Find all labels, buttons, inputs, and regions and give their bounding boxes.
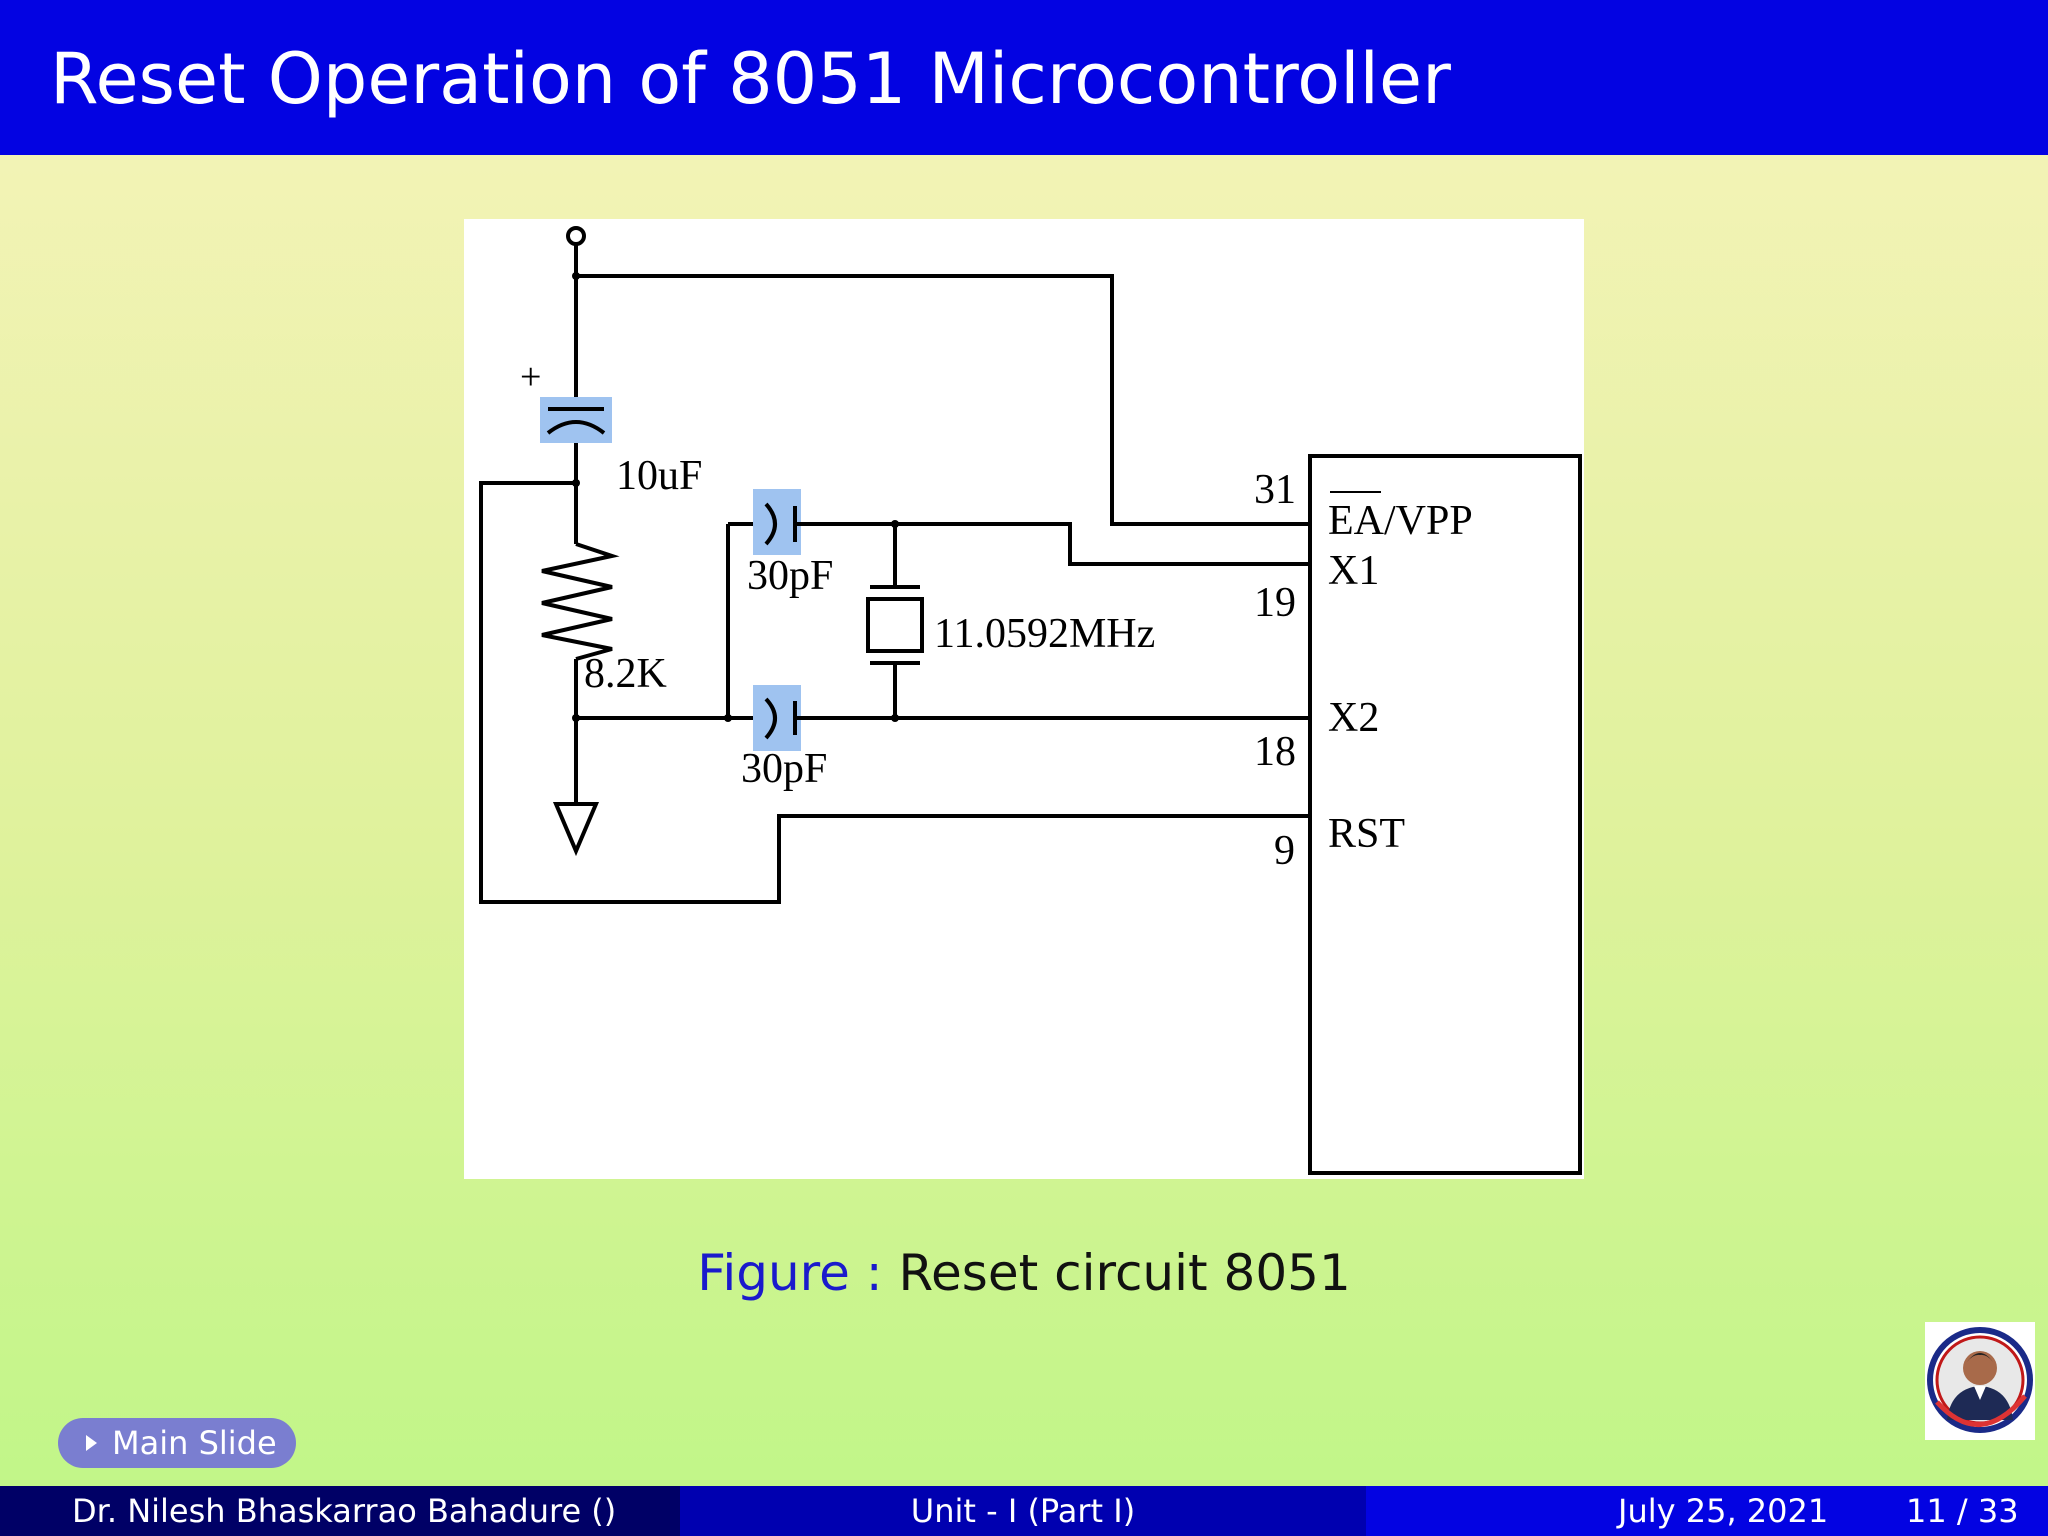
cap2-label: 30pF [741,746,827,792]
cap1-x1-wire [795,522,1310,566]
circuit-diagram: + 10uF 8.2K 30pF 30pF 11.0592MHz 31 19 1… [479,226,1582,1175]
node-dot-ground [572,714,580,722]
ea-vpp-label: EA/VPP [1328,498,1473,544]
footer-author-section: Dr. Nilesh Bhaskarrao Bahadure () [0,1486,680,1536]
pin-19-label: 19 [1254,580,1296,626]
caption-text: Reset circuit 8051 [898,1244,1351,1302]
academy-logo [1925,1322,2035,1440]
node-dot-crystal-top [891,520,899,528]
resistor-8-2k [541,542,620,661]
cap2-plate-curved [764,697,777,740]
title-bar: Reset Operation of 8051 Microcontroller [0,0,2048,155]
node-dot-crystal-bottom [891,714,899,722]
ground-symbol [552,802,600,857]
cap1-plate-curved [764,502,777,546]
pin-9-label: 9 [1274,828,1295,874]
microcontroller-ic [1308,454,1582,1175]
resistor-label: 8.2K [584,651,667,697]
footer-date: July 25, 2021 [1618,1492,1829,1530]
reset-loop-wire [479,481,1310,904]
crystal-label: 11.0592MHz [934,611,1155,657]
pin-31-label: 31 [1254,467,1296,513]
footer-author: Dr. Nilesh Bhaskarrao Bahadure () [72,1492,617,1530]
footer-unit: Unit - I (Part I) [910,1492,1136,1530]
capacitor-10uf-plate-bottom [546,420,606,435]
rst-label: RST [1328,811,1405,857]
crystal-body [866,597,924,653]
figure-caption: Figure : Reset circuit 8051 [0,1244,2048,1302]
main-slide-button[interactable]: Main Slide [58,1418,296,1468]
plus-sign: + [520,356,541,398]
x1-label: X1 [1328,548,1379,594]
play-triangle-icon [86,1435,97,1451]
node-dot-cap [724,714,732,722]
pin-18-label: 18 [1254,729,1296,775]
footer-date-section: July 25, 2021 11 / 33 [1366,1486,2048,1536]
cap1-label: 30pF [747,553,833,599]
x2-label: X2 [1328,695,1379,741]
caption-label: Figure : [697,1244,883,1302]
main-slide-label: Main Slide [112,1424,277,1462]
footer-bar: Dr. Nilesh Bhaskarrao Bahadure () Unit -… [0,1486,2048,1536]
node-dot-reset [572,479,580,487]
reset-circuit-figure: + 10uF 8.2K 30pF 30pF 11.0592MHz 31 19 1… [464,219,1584,1179]
footer-unit-section: Unit - I (Part I) [680,1486,1366,1536]
footer-page-number: 11 / 33 [1906,1492,2019,1530]
slide-title: Reset Operation of 8051 Microcontroller [50,38,1451,120]
capacitor-10uf-label: 10uF [616,453,702,499]
vcc-terminal [566,226,586,246]
ea-wire [576,274,1310,526]
node-dot-top [572,272,580,280]
